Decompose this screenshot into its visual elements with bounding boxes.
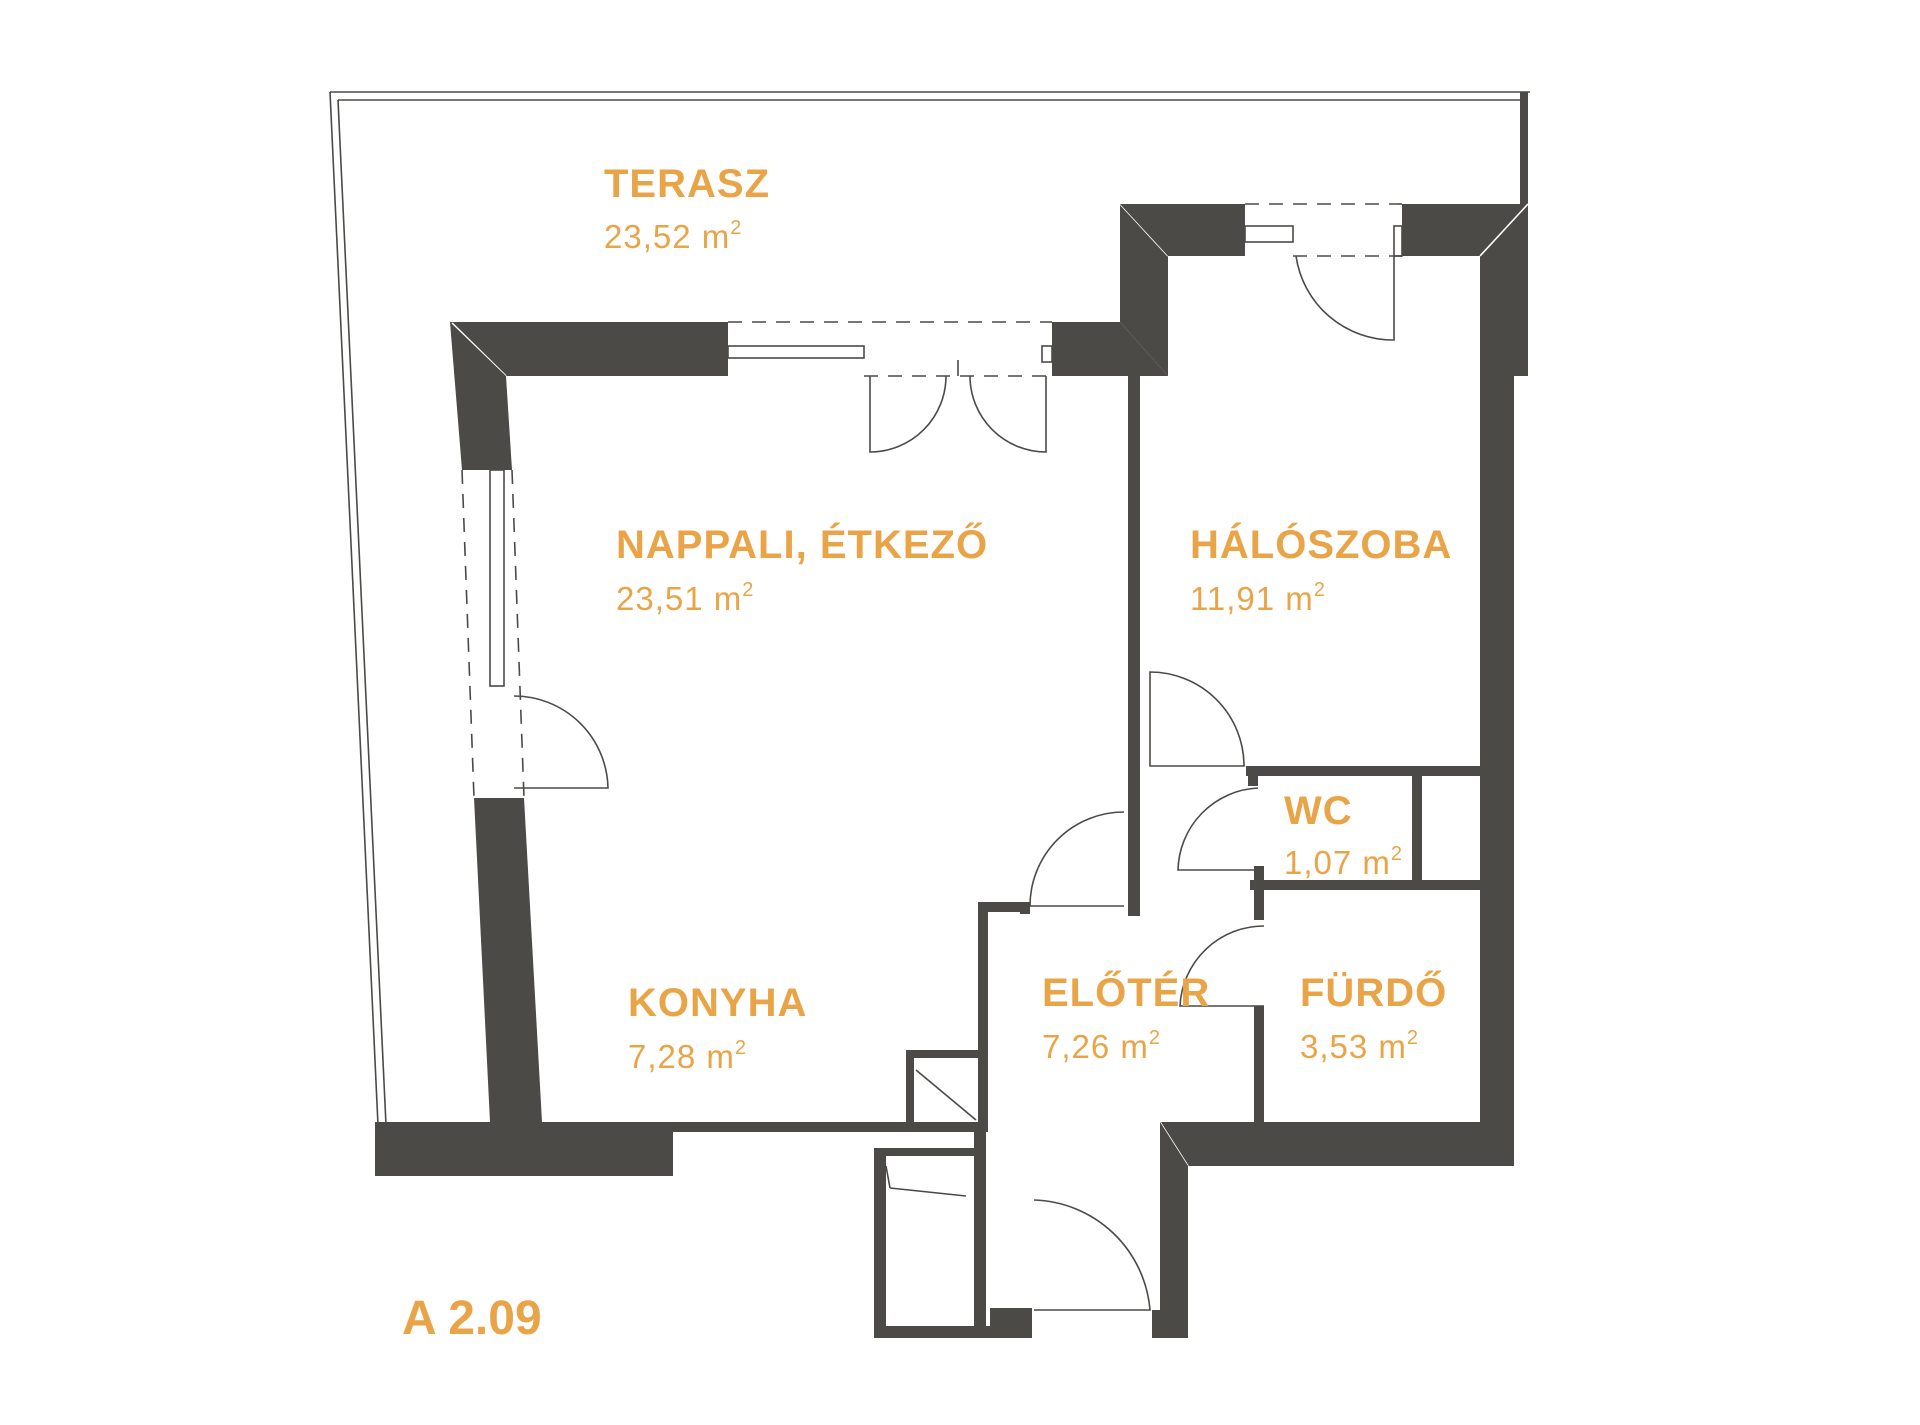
svg-text:7,28 m2: 7,28 m2 [628, 1037, 747, 1075]
svg-text:NAPPALI, ÉTKEZŐ: NAPPALI, ÉTKEZŐ [616, 521, 988, 567]
interior-walls [1020, 376, 1480, 1122]
svg-text:3,53 m2: 3,53 m2 [1300, 1027, 1419, 1065]
room-label-eloter: ELŐTÉR 7,26 m2 [1042, 969, 1210, 1065]
room-label-nappali: NAPPALI, ÉTKEZŐ 23,51 m2 [616, 521, 988, 617]
svg-text:WC: WC [1284, 789, 1353, 833]
svg-text:FÜRDŐ: FÜRDŐ [1300, 969, 1447, 1015]
svg-text:KONYHA: KONYHA [628, 981, 807, 1025]
room-label-konyha: KONYHA 7,28 m2 [628, 981, 807, 1075]
svg-text:23,52 m2: 23,52 m2 [604, 217, 742, 255]
doors [513, 255, 1395, 1311]
svg-text:1,07 m2: 1,07 m2 [1284, 843, 1403, 881]
unit-id: A 2.09 [402, 1292, 542, 1345]
svg-text:HÁLÓSZOBA: HÁLÓSZOBA [1190, 521, 1452, 567]
terrace-railing [329, 91, 1530, 1126]
room-label-furdo: FÜRDŐ 3,53 m2 [1300, 969, 1447, 1065]
svg-text:TERASZ: TERASZ [604, 162, 770, 206]
svg-text:11,91 m2: 11,91 m2 [1190, 579, 1326, 617]
exterior-walls [375, 203, 1529, 1338]
room-label-haloszoba: HÁLÓSZOBA 11,91 m2 [1190, 521, 1452, 617]
room-label-terasz: TERASZ 23,52 m2 [604, 162, 770, 255]
svg-text:23,51 m2: 23,51 m2 [616, 579, 754, 617]
windows [461, 203, 1403, 799]
svg-text:7,26 m2: 7,26 m2 [1042, 1027, 1161, 1065]
room-label-wc: WC 1,07 m2 [1284, 789, 1403, 881]
svg-text:ELŐTÉR: ELŐTÉR [1042, 969, 1210, 1015]
